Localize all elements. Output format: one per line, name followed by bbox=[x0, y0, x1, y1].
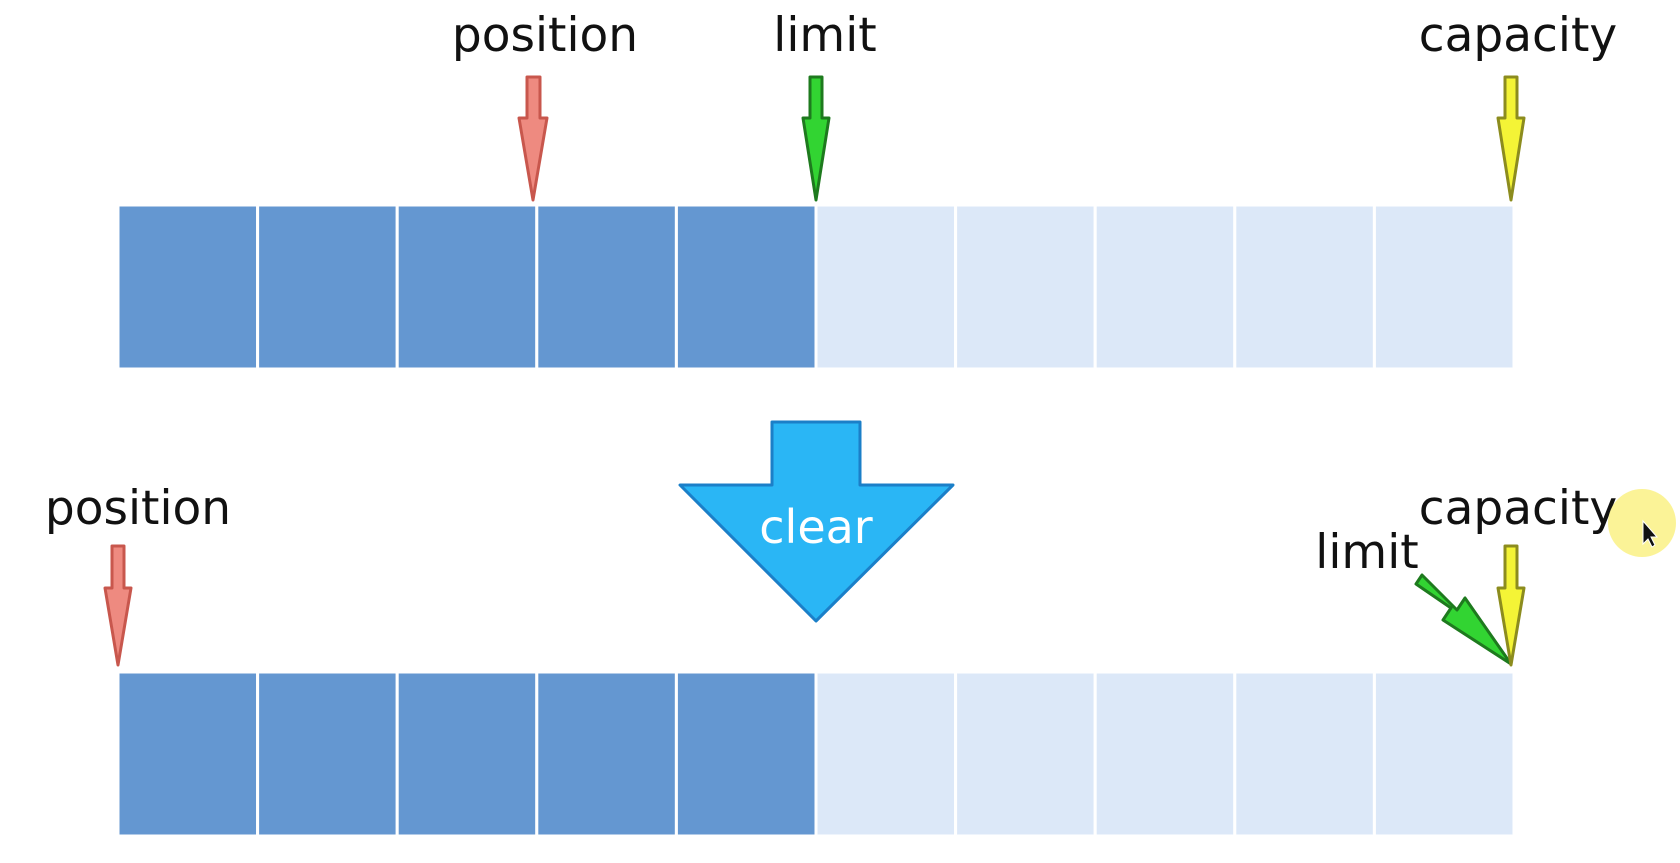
mouse-cursor-icon bbox=[1642, 519, 1659, 548]
bottom-buffer-cell-4 bbox=[674, 670, 818, 838]
top-position-label: position bbox=[452, 8, 638, 63]
cursor-highlight bbox=[1608, 489, 1676, 557]
top-limit-arrow bbox=[801, 75, 831, 202]
top-position-arrow bbox=[517, 75, 549, 202]
bottom-buffer bbox=[116, 670, 1516, 838]
bottom-position-label: position bbox=[45, 481, 231, 536]
top-buffer-cell-4 bbox=[674, 203, 818, 371]
top-buffer-cell-6 bbox=[954, 203, 1097, 371]
bottom-buffer-cell-0 bbox=[116, 670, 260, 838]
top-buffer-cell-8 bbox=[1233, 203, 1376, 371]
clear-label: clear bbox=[759, 500, 873, 554]
bottom-buffer-cell-9 bbox=[1372, 670, 1516, 838]
top-buffer-cell-0 bbox=[116, 203, 260, 371]
top-capacity-label: capacity bbox=[1419, 8, 1617, 63]
clear-operation-arrow: clear bbox=[678, 420, 955, 623]
top-buffer-cell-5 bbox=[814, 203, 958, 371]
bottom-buffer-cell-6 bbox=[954, 670, 1097, 838]
bottom-buffer-cell-3 bbox=[535, 670, 678, 838]
top-buffer-cell-2 bbox=[395, 203, 539, 371]
top-limit-label: limit bbox=[773, 8, 876, 63]
top-buffer bbox=[116, 203, 1516, 371]
bottom-position-arrow bbox=[103, 544, 133, 667]
bottom-capacity-label: capacity bbox=[1419, 481, 1617, 536]
top-capacity-arrow bbox=[1496, 75, 1526, 202]
bottom-buffer-cell-1 bbox=[256, 670, 399, 838]
bottom-buffer-cell-2 bbox=[395, 670, 539, 838]
top-buffer-cell-9 bbox=[1372, 203, 1516, 371]
bottom-limit-arrow bbox=[1414, 573, 1513, 666]
bottom-buffer-cell-7 bbox=[1093, 670, 1237, 838]
bottom-buffer-cell-8 bbox=[1233, 670, 1376, 838]
bottom-capacity-arrow bbox=[1496, 544, 1526, 667]
top-buffer-cell-1 bbox=[256, 203, 399, 371]
top-buffer-cell-7 bbox=[1093, 203, 1237, 371]
top-buffer-cell-3 bbox=[535, 203, 678, 371]
bottom-buffer-cell-5 bbox=[814, 670, 958, 838]
bottom-limit-label: limit bbox=[1315, 525, 1418, 580]
